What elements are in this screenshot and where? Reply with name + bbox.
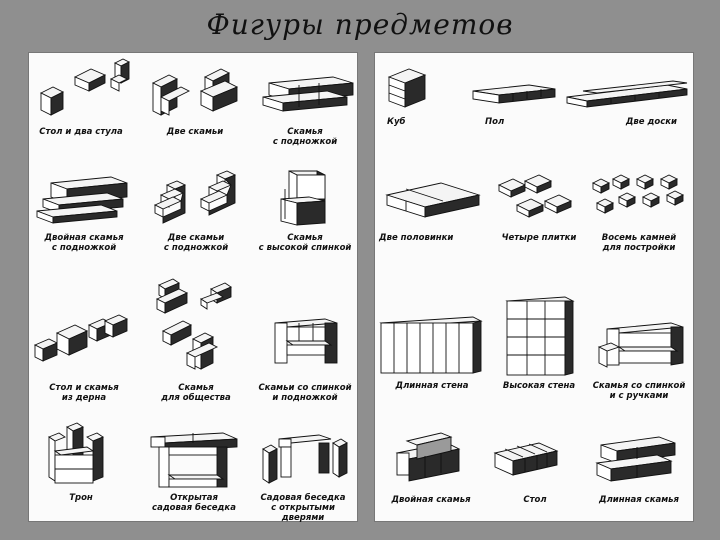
caption-long-wall: Длинная стена (395, 381, 469, 391)
figure-bench-with-high-back: Скамья с высокой спинкой (255, 165, 355, 265)
caption-bench-for-society: Скамья для общества (161, 383, 231, 403)
figure-long-bench: Длинная скамья (587, 423, 691, 519)
caption-cube: Куб (387, 117, 406, 127)
figure-bench-with-footrest: Скамья с подножкой (255, 57, 355, 157)
four-tiles-drawing (497, 174, 573, 218)
caption-two-halves: Две половинки (379, 233, 454, 243)
caption-bench-with-footrest: Скамья с подножкой (272, 127, 338, 147)
figure-garden-gazebo-with-open-doors: Садовая беседка с открытыми дверями (251, 421, 355, 523)
caption-bench-with-high-back: Скамья с высокой спинкой (258, 233, 352, 253)
figure-eight-building-stones: Восемь камней для постройки (587, 171, 691, 267)
table-and-two-chairs-drawing (39, 58, 131, 116)
figure-bench-with-back-and-arms: Скамья со спинкой и с ручками (587, 313, 691, 413)
caption-long-bench: Длинная скамья (599, 495, 679, 505)
caption-double-bench-with-footrest: Двойная скамья с подножкой (44, 233, 124, 253)
caption-high-wall: Высокая стена (502, 381, 576, 391)
high-wall-drawing (505, 296, 575, 376)
bench-with-footrest-drawing (262, 76, 354, 112)
bench-with-high-back-drawing (280, 170, 326, 226)
two-boards-drawing (566, 80, 688, 108)
figure-four-tiles: Четыре плитки (489, 171, 589, 267)
caption-table: Стол (523, 495, 547, 505)
page-title: Фигуры предметов (206, 8, 514, 41)
figure-two-benches: Две скамьи (141, 57, 249, 157)
figure-bench-variants (143, 273, 249, 333)
caption-eight-building-stones: Восемь камней для постройки (601, 233, 677, 253)
figure-throne: Трон (31, 421, 131, 517)
caption-floor: Пол (485, 117, 505, 127)
two-halves-drawing (385, 182, 481, 218)
open-garden-gazebo-drawing (150, 432, 238, 488)
cube-drawing (387, 68, 427, 108)
figure-high-wall: Высокая стена (489, 283, 589, 413)
figure-table-and-bench-of-turf: Стол и скамья из дерна (31, 311, 137, 421)
bench-for-society-drawing (161, 320, 219, 370)
double-bench-with-footrest-drawing (36, 176, 128, 224)
bench-with-back-and-arms-drawing (597, 322, 684, 368)
right-figure-panel: Куб Пол Две доски Две половинки (374, 52, 694, 522)
eight-building-stones-drawing (591, 174, 685, 214)
figure-double-bench: Двойная скамья (377, 423, 485, 519)
caption-throne: Трон (69, 493, 93, 503)
caption-benches-with-back-and-footrest: Скамьи со спинкой и подножкой (258, 383, 352, 403)
figure-double-bench-with-footrest: Двойная скамья с подножкой (31, 165, 137, 265)
table-and-bench-of-turf-drawing (33, 314, 129, 362)
figure-long-wall: Длинная стена (377, 313, 487, 413)
caption-four-tiles: Четыре плитки (501, 233, 577, 243)
caption-double-bench: Двойная скамья (391, 495, 471, 505)
figure-table-and-two-chairs: Стол и два стула (31, 57, 131, 157)
figure-two-benches-with-footrest: Две скамьи с подножкой (143, 165, 249, 265)
caption-table-and-two-chairs: Стол и два стула (39, 127, 123, 137)
long-wall-drawing (379, 316, 483, 374)
caption-table-and-bench-of-turf: Стол и скамья из дерна (49, 383, 119, 403)
figure-two-boards: Две доски (563, 61, 691, 161)
garden-gazebo-with-open-doors-drawing (262, 434, 348, 484)
figure-bench-for-society: Скамья для общества (143, 311, 249, 421)
figure-table: Стол (485, 423, 585, 519)
caption-open-garden-gazebo: Открытая садовая беседка (152, 493, 236, 513)
two-benches-drawing (151, 68, 239, 116)
caption-two-benches-with-footrest: Две скамьи с подножкой (163, 233, 229, 253)
caption-two-benches: Две скамьи (166, 127, 224, 137)
figure-floor: Пол (469, 61, 565, 161)
left-figure-panel: Стол и два стула Две скамьи Скамья с под… (28, 52, 358, 523)
figure-open-garden-gazebo: Открытая садовая беседка (141, 421, 247, 517)
figure-cube: Куб (379, 61, 469, 161)
benches-with-back-and-footrest-drawing (274, 318, 338, 364)
figure-two-halves: Две половинки (379, 171, 489, 267)
double-bench-drawing (395, 432, 461, 482)
table-drawing (493, 442, 559, 476)
floor-drawing (472, 84, 556, 104)
caption-two-boards: Две доски (625, 117, 677, 127)
throne-drawing (48, 422, 104, 484)
caption-garden-gazebo-with-open-doors: Садовая беседка с открытыми дверями (260, 493, 346, 523)
long-bench-drawing (595, 436, 676, 482)
caption-bench-with-back-and-arms: Скамья со спинкой и с ручками (592, 381, 686, 401)
figure-benches-with-back-and-footrest: Скамьи со спинкой и подножкой (255, 311, 355, 421)
bench-variants-drawing (155, 278, 232, 314)
two-benches-with-footrest-drawing (153, 170, 237, 224)
